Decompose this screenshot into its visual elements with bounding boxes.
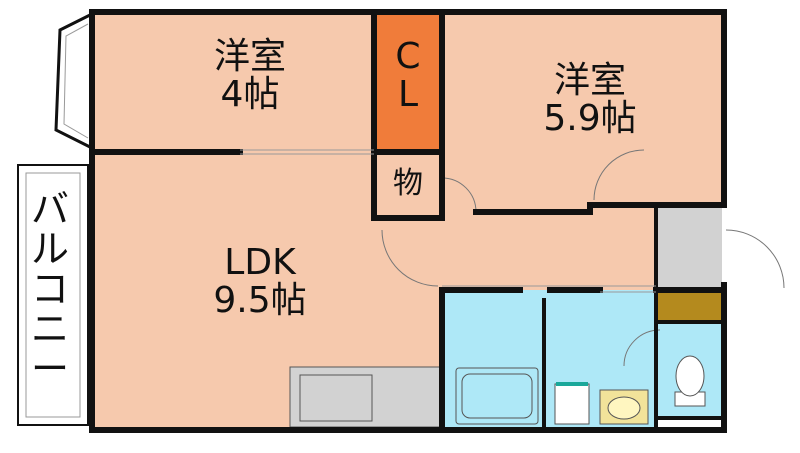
room-label-western-5-9: 洋室 5.9帖	[520, 62, 660, 138]
room-label-western-4: 洋室 4帖	[190, 38, 310, 114]
partition-lines	[240, 149, 656, 293]
kitchen-sink	[299, 374, 373, 422]
western-room-5-9-floor	[442, 12, 724, 205]
balcony-inner	[25, 172, 81, 418]
room-name: 洋室	[553, 60, 626, 101]
balcony-char: ー	[30, 346, 69, 391]
balcony-char: コ	[30, 266, 69, 311]
door-swing-ldk	[381, 229, 439, 287]
walls	[89, 9, 727, 433]
hall-floor	[442, 205, 656, 290]
room-size: 9.5帖	[213, 279, 307, 321]
closet-l: L	[397, 73, 419, 115]
utility-space	[656, 205, 722, 290]
storage-floor	[374, 152, 442, 218]
room-name: LDK	[224, 242, 296, 283]
room-size: 5.9帖	[543, 97, 637, 139]
room-label-ldk: LDK 9.5帖	[185, 244, 335, 320]
door-swing-toilet	[623, 329, 661, 367]
balcony-char: バ	[30, 187, 69, 231]
balcony	[17, 164, 89, 426]
washbasin-bowl	[607, 396, 641, 420]
washing-machine-tap	[556, 382, 588, 386]
bathtub	[455, 367, 539, 425]
door-swing-room-b	[593, 149, 645, 201]
washing-machine	[554, 383, 590, 425]
western-room-4-floor	[92, 12, 374, 152]
closet-label: C L	[378, 38, 438, 114]
bay-window	[54, 12, 93, 150]
room-name: 洋室	[213, 36, 286, 77]
toilet-bowl	[675, 355, 705, 397]
balcony-char: ル	[30, 226, 69, 271]
kitchen-counter	[289, 366, 441, 428]
room-size: 4帖	[220, 73, 280, 115]
balcony-char: ニ	[30, 306, 69, 351]
closet-floor	[374, 12, 442, 152]
door-swing-entrance	[725, 229, 785, 289]
balcony-label: バ ル コ ニ ー	[30, 187, 70, 391]
storage-label: 物	[393, 166, 423, 201]
bathtub-inner	[461, 373, 533, 419]
door-swing-storage	[441, 177, 477, 213]
bay-window-inner	[63, 23, 89, 139]
closet-c: C	[395, 36, 421, 77]
shoe-box	[656, 290, 722, 322]
